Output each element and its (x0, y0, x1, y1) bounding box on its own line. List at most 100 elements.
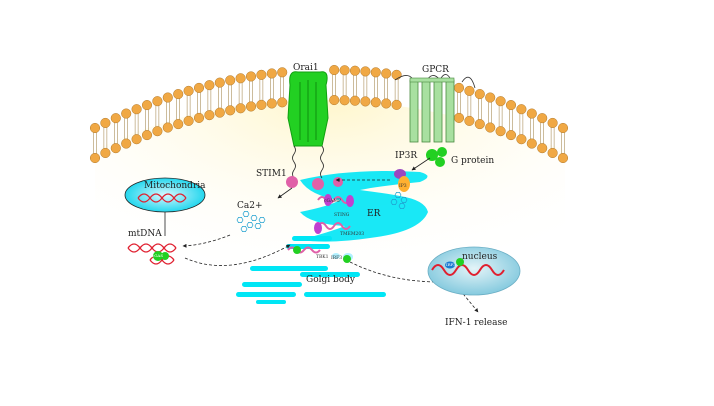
lipid-head (225, 105, 236, 116)
lipid-head (557, 122, 569, 134)
ca-ion (390, 199, 398, 205)
lipid-head (453, 82, 465, 93)
lipid-head (183, 85, 194, 96)
stim1-label: STIM1 (256, 169, 287, 179)
lipid-head (360, 96, 371, 107)
lipid-head (339, 95, 350, 106)
lipid-tail (124, 117, 128, 140)
ca-ion (242, 211, 250, 217)
lipid-head (277, 67, 288, 78)
lipid-head (505, 100, 517, 111)
lipid-head (485, 92, 496, 103)
mitochondria (124, 177, 206, 213)
lipid-tail (166, 101, 170, 124)
lipid-head (339, 65, 350, 76)
lipid-tail (363, 75, 368, 98)
ca-ion (394, 192, 402, 198)
ca-ion (246, 222, 254, 228)
lipid-tail (478, 98, 482, 121)
lipid-tail (114, 122, 118, 145)
ca-ion (236, 217, 244, 223)
cgas-node (153, 251, 169, 261)
lipid-tail (259, 78, 264, 101)
lipid-tail (353, 74, 357, 97)
lipid-head (526, 138, 537, 149)
lipid-tail (550, 126, 555, 149)
lipid-head (505, 130, 517, 141)
irf3-to-nucleus-arrow (349, 261, 441, 284)
lipid-tail (249, 80, 253, 103)
lipid-head (204, 80, 215, 91)
tbk1-label: TBK1 (316, 254, 329, 260)
lipid-head (547, 147, 558, 159)
lipid-tail (498, 105, 503, 128)
lipid-head (485, 122, 496, 133)
lipid-head (235, 73, 246, 84)
lipid-head (474, 89, 485, 100)
lipid-head (121, 108, 132, 119)
lipid-head (474, 119, 485, 130)
lipid-head (516, 134, 527, 145)
lipid-tail (218, 86, 222, 109)
ip3-node (394, 169, 410, 192)
lipid-head (89, 122, 101, 134)
lipid-head (370, 97, 381, 108)
lipid-head (453, 112, 465, 123)
lipid-head (193, 82, 205, 93)
lipid-tail (280, 76, 284, 99)
golgi-body (236, 236, 386, 304)
lipid-tail (197, 91, 201, 114)
stim1-to-ca-arrow (277, 187, 293, 199)
lipid-tail (176, 98, 180, 121)
lipid-head (141, 130, 153, 141)
lipid-head (381, 98, 392, 109)
lipid-tail (488, 101, 492, 124)
er-organelle (300, 171, 428, 242)
lipid-tail (238, 82, 243, 105)
lipid-head (141, 100, 153, 111)
lipid-head (360, 66, 371, 77)
nucleus (427, 246, 521, 296)
lipid-head (370, 67, 381, 78)
lipid-head (131, 134, 142, 145)
lipid-head (110, 143, 121, 154)
gpcr-label: GPCR (422, 65, 449, 75)
ca-to-mtdna-arrow (182, 234, 231, 248)
lipid-head (329, 64, 340, 76)
lipid-tail (332, 74, 336, 97)
er-label: ER (367, 209, 381, 219)
lipid-head (464, 85, 475, 96)
lipid-head (100, 117, 111, 129)
lipid-head (152, 96, 163, 107)
lipid-tail (561, 132, 565, 154)
nucleus-label: nucleus (462, 252, 498, 262)
lipid-tail (207, 89, 212, 112)
lipid-head (391, 69, 402, 80)
lipid-head (256, 99, 267, 110)
ca-ion (250, 215, 258, 221)
ca-ion (240, 226, 248, 232)
lipid-tail (93, 132, 97, 154)
ca-ion (258, 217, 266, 223)
lipid-tail (228, 84, 232, 107)
lipid-head (162, 92, 173, 103)
lipid-tail (384, 77, 388, 100)
sting-label: STING (334, 212, 350, 218)
lipid-head (381, 68, 392, 79)
lipid-head (266, 68, 277, 79)
lipid-head (516, 104, 527, 115)
irf3-golgi-label: IRF3 (331, 255, 342, 261)
lipid-head (526, 108, 537, 119)
sting-complex (314, 194, 354, 234)
gpcr-receptor (394, 74, 476, 143)
lipid-head (204, 110, 215, 121)
lipid-head (557, 152, 569, 164)
lipid-head (100, 147, 111, 159)
lipid-tail (270, 77, 274, 100)
lipid-head (495, 126, 506, 137)
ip3-label: IP3 (399, 183, 407, 189)
lipid-head (173, 119, 184, 130)
lipid-head (193, 112, 205, 123)
lipid-head (162, 122, 173, 133)
